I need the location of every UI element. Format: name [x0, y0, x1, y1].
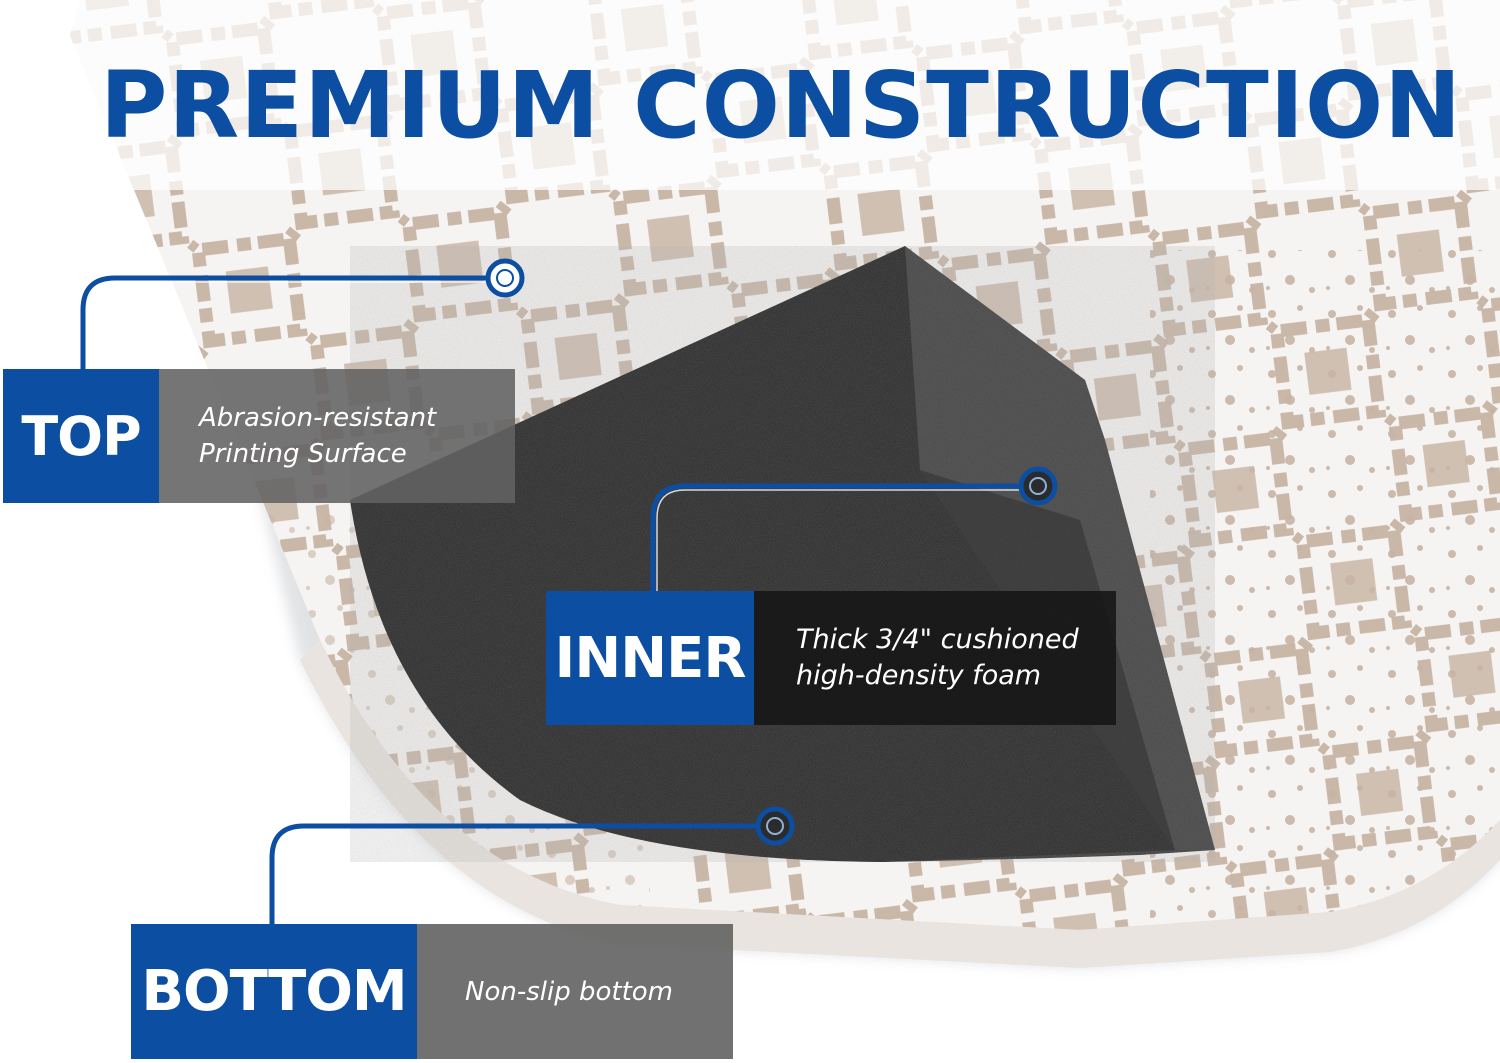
inner-layer-description: Thick 3/4" cushioned high-density foam [754, 591, 1116, 725]
inner-desc-line-1: Thick 3/4" cushioned [796, 624, 1079, 655]
inner-marker-dot [1018, 466, 1058, 506]
inner-layer-tag: INNER [546, 591, 754, 725]
top-desc-line-1: Abrasion-resistant [199, 403, 437, 433]
bottom-marker-dot [755, 806, 795, 846]
top-marker-dot [485, 258, 525, 298]
top-layer-tag: TOP [3, 369, 159, 503]
callout-bottom-layer: BOTTOM Non-slip bottom [131, 924, 733, 1059]
bottom-layer-tag: BOTTOM [131, 924, 417, 1059]
bottom-desc-line-1: Non-slip bottom [465, 976, 674, 1007]
connector-dots [485, 258, 1058, 846]
top-desc-line-2: Printing Surface [199, 439, 407, 469]
inner-desc-line-2: high-density foam [796, 660, 1042, 691]
top-layer-description: Abrasion-resistant Printing Surface [159, 369, 515, 503]
callout-inner-layer: INNER Thick 3/4" cushioned high-density … [546, 591, 1116, 725]
bottom-layer-description: Non-slip bottom [417, 924, 733, 1059]
callout-top-layer: TOP Abrasion-resistant Printing Surface [3, 369, 515, 503]
page-title: PREMIUM CONSTRUCTION [100, 52, 1463, 159]
